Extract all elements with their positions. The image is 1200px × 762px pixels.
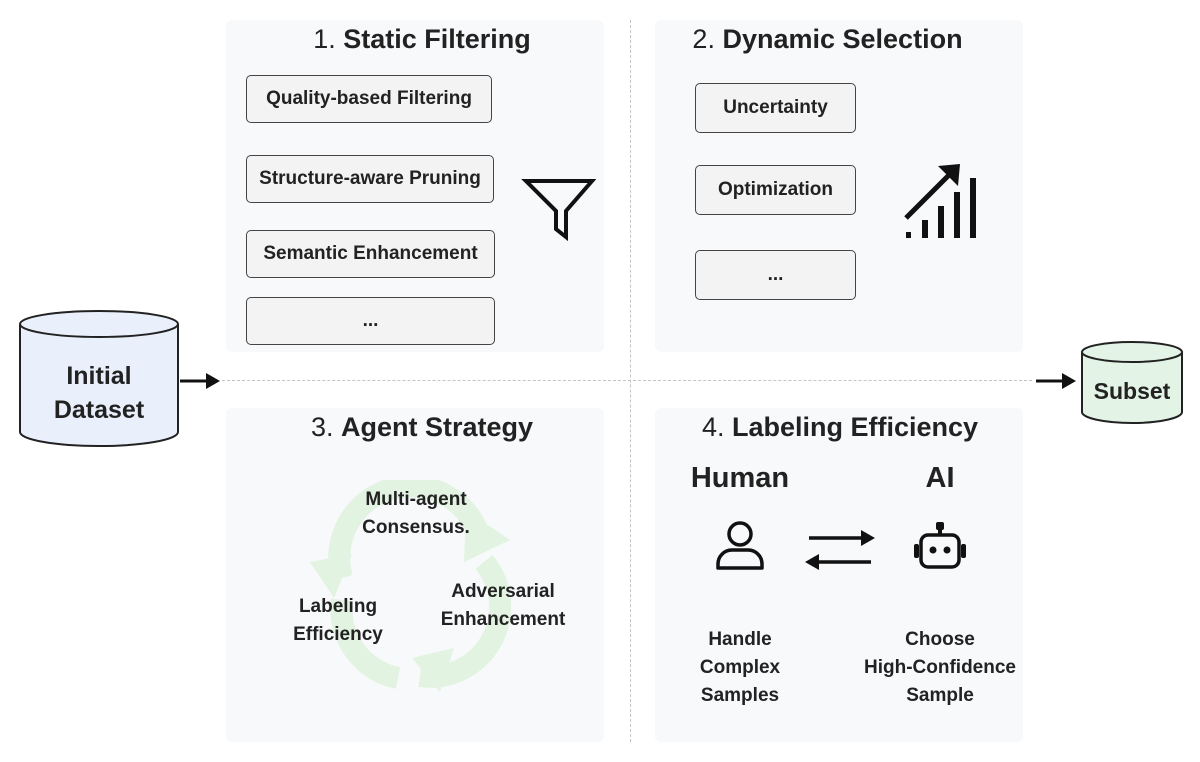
ai-label: AI (925, 462, 955, 494)
growth-chart-icon (904, 164, 976, 238)
robot-icon (914, 522, 966, 569)
initial-dataset-label: Initial Dataset (53, 362, 145, 424)
uncertainty-box: Uncertainty (695, 83, 856, 133)
subset-cylinder (1081, 341, 1183, 424)
funnel-icon (521, 179, 597, 242)
person-icon (716, 521, 764, 570)
initial-dataset-cylinder (19, 310, 179, 447)
structure-pruning-box: Structure-aware Pruning (246, 155, 494, 203)
cycle-arrows-icon (310, 480, 512, 692)
dynamic-more-box: ... (695, 250, 856, 300)
semantic-enhancement-box: Semantic Enhancement (246, 230, 495, 278)
cycle-label-adversarial: Adversarial Enhancement (440, 581, 566, 630)
input-arrow-icon (180, 373, 220, 389)
human-description: Handle Complex Samples (699, 629, 781, 706)
panel-title-dynamic: 2. Dynamic Selection (692, 24, 963, 54)
vertical-divider (630, 20, 631, 742)
cycle-label-labeling: Labeling Efficiency (293, 596, 383, 645)
ai-description: Choose High-Confidence Sample (864, 629, 1016, 706)
human-label: Human (690, 462, 790, 494)
panel-agent-strategy (226, 408, 604, 742)
subset-label: Subset (1093, 378, 1171, 404)
quality-filtering-box: Quality-based Filtering (246, 75, 492, 123)
optimization-box: Optimization (695, 165, 856, 215)
swap-arrows-icon (805, 530, 875, 570)
static-more-box: ... (246, 297, 495, 345)
panel-title-static: 1. Static Filtering (313, 24, 531, 54)
panel-labeling-efficiency (655, 408, 1023, 742)
panel-title-agent: 3. Agent Strategy (310, 412, 534, 442)
panel-title-labeling: 4. Labeling Efficiency (701, 412, 979, 442)
cycle-label-consensus: Multi-agent Consensus. (362, 489, 470, 538)
horizontal-divider (222, 380, 1032, 381)
output-arrow-icon (1036, 373, 1076, 389)
